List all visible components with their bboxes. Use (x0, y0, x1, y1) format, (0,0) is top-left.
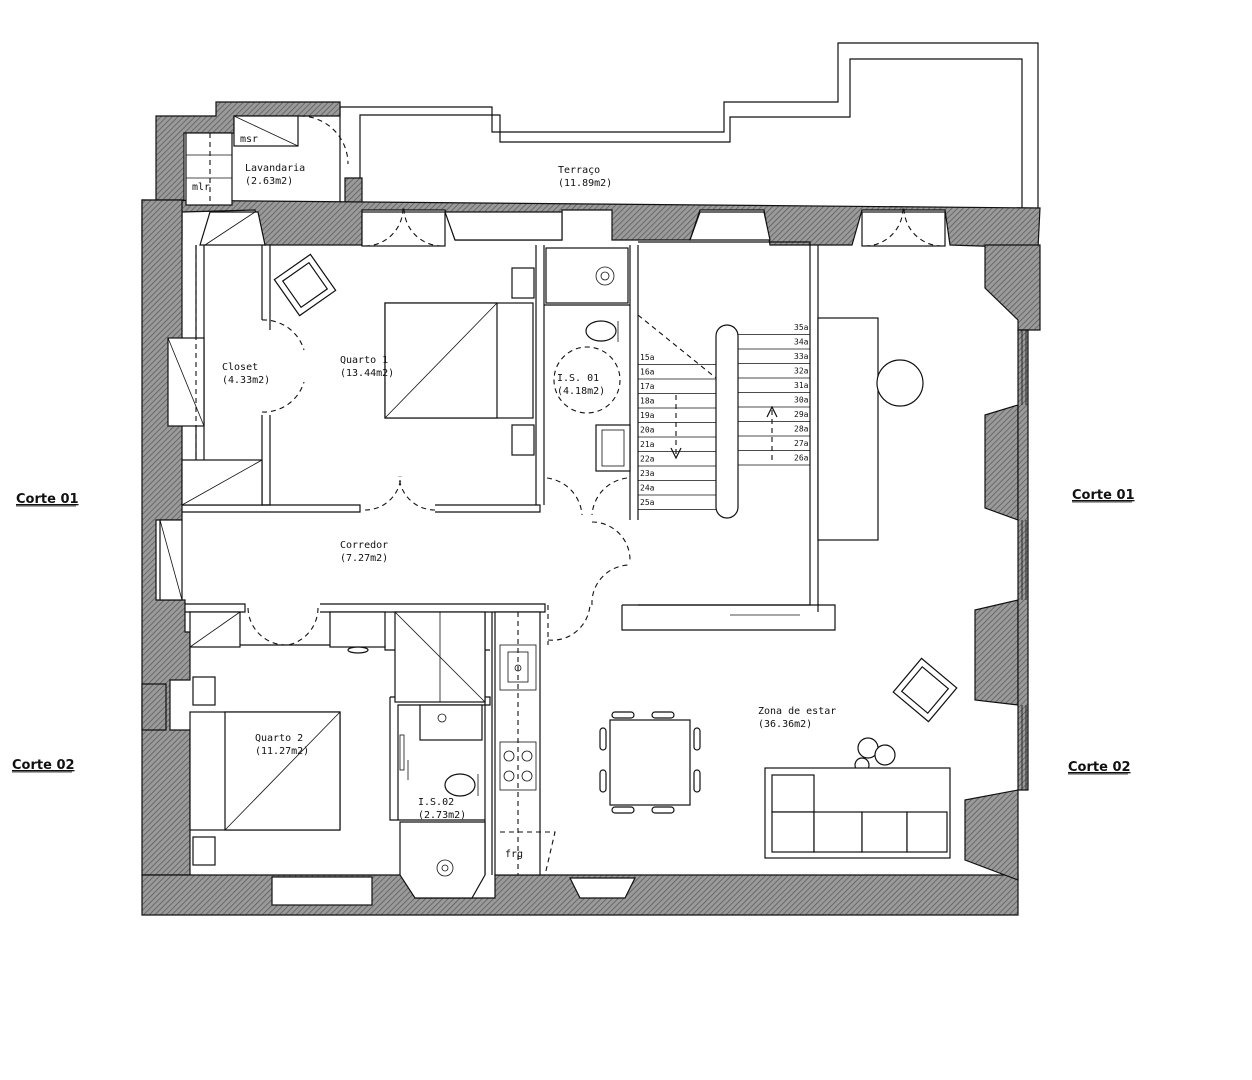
stair-step-label: 20a (640, 426, 655, 435)
label-is01: I.S. 01 (557, 373, 599, 384)
kitchen (494, 611, 556, 876)
label-zona-estar: Zona de estar (758, 706, 836, 717)
area-terraco: (11.89m2) (558, 178, 612, 189)
label-is02: I.S.02 (418, 797, 454, 808)
label-lavandaria: Lavandaria (245, 163, 305, 174)
stair-step-label: 33a (794, 352, 809, 361)
area-quarto1: (13.44m2) (340, 368, 394, 379)
room-labels: Terraço (11.89m2) Lavandaria (2.63m2) Cl… (192, 134, 836, 860)
label-frg: frg (505, 849, 523, 860)
closet-furniture (167, 245, 305, 506)
arrow-head-icon (670, 447, 682, 460)
area-corredor: (7.27m2) (340, 553, 388, 564)
area-is01: (4.18m2) (557, 386, 605, 397)
staircase[interactable]: 15a 16a 17a 18a 19a 20a 21a 22a 23a 24a 25a 35a 34a 3… (637, 314, 810, 519)
stair-step-label: 30a (794, 396, 809, 405)
quarto1-furniture (273, 253, 535, 511)
stair-step-label: 28a (794, 425, 809, 434)
area-lavandaria: (2.63m2) (245, 176, 293, 187)
stair-handrail (715, 324, 739, 519)
label-msr: msr (240, 134, 258, 145)
label-quarto2: Quarto 2 (255, 733, 303, 744)
stair-step-label: 21a (640, 440, 655, 449)
stair-step-label: 18a (640, 397, 655, 406)
stair-step-label: 19a (640, 411, 655, 420)
living-furniture (569, 317, 958, 899)
label-mlr: mlr (192, 182, 210, 193)
stair-step-label: 16a (640, 368, 655, 377)
corte01-left: Corte 01 (16, 492, 79, 507)
stair-step-label: 17a (640, 382, 655, 391)
stair-step-label: 34a (794, 338, 809, 347)
stair-step-label: 25a (640, 498, 655, 507)
stair-step-label: 23a (640, 469, 655, 478)
arrow-head-icon (766, 405, 778, 418)
quarto2-furniture (189, 611, 486, 906)
stair-step-label: 26a (794, 454, 809, 463)
stair-step-label: 29a (794, 410, 809, 419)
stair-cut-line (637, 314, 717, 379)
corte01-right: Corte 01 (1072, 488, 1135, 503)
corte02-right: Corte 02 (1068, 760, 1131, 775)
corte02-left: Corte 02 (12, 758, 75, 773)
stair-step-label: 24a (640, 484, 655, 493)
area-zona-estar: (36.36m2) (758, 719, 812, 730)
corridor-doors (159, 519, 631, 646)
label-terraco: Terraço (558, 165, 600, 176)
area-closet: (4.33m2) (222, 375, 270, 386)
area-is02: (2.73m2) (418, 810, 466, 821)
stair-step-label: 32a (794, 367, 809, 376)
is01-fixtures (545, 247, 631, 516)
label-corredor: Corredor (340, 540, 388, 551)
area-quarto2: (11.27m2) (255, 746, 309, 757)
right-windows (1021, 330, 1027, 790)
top-openings (199, 207, 946, 247)
stair-step-label: 31a (794, 381, 809, 390)
stair-step-label: 35a (794, 323, 809, 332)
laundry-fixtures (185, 115, 349, 206)
label-quarto1: Quarto 1 (340, 355, 388, 366)
section-marks: Corte 01 Corte 01 Corte 02 Corte 02 (12, 488, 1135, 775)
label-closet: Closet (222, 362, 258, 373)
stair-step-label: 27a (794, 439, 809, 448)
terrace-outline (339, 42, 1039, 211)
stair-step-label: 15a (640, 353, 655, 362)
stair-step-label: 22a (640, 455, 655, 464)
is02-fixtures (399, 704, 486, 899)
